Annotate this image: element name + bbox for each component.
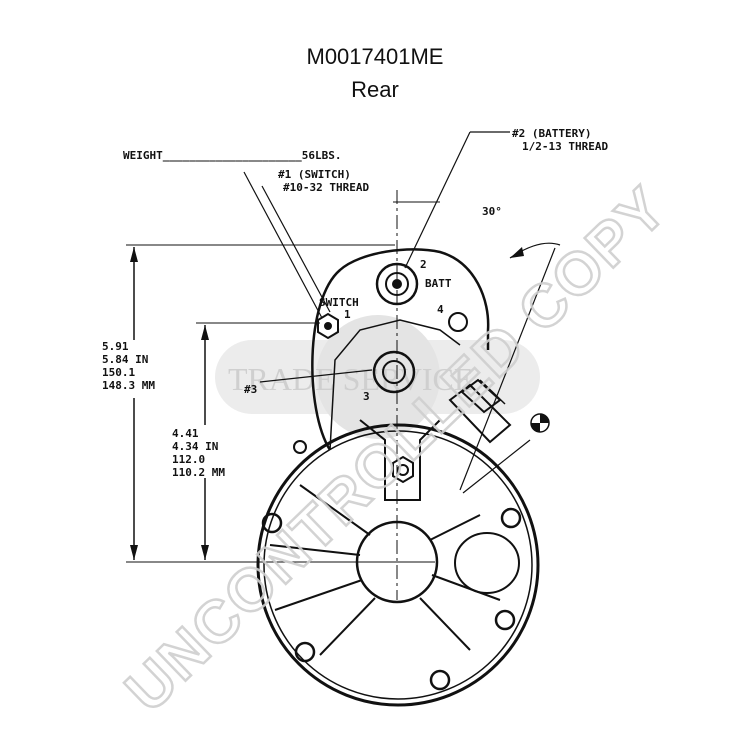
center-dim-arrow-top bbox=[201, 325, 209, 340]
hub-spokes bbox=[269, 484, 501, 656]
terminal2-leader bbox=[404, 131, 471, 269]
overall-dim-text-4: 148.3 MM bbox=[102, 379, 155, 392]
part-number-title: M0017401ME bbox=[306, 44, 444, 69]
terminal1-leader-b bbox=[261, 185, 331, 313]
solenoid-housing-outline bbox=[311, 248, 490, 451]
motor-housing-inner-circle bbox=[263, 430, 533, 700]
view-title: Rear bbox=[351, 77, 399, 102]
terminal3-label: #3 bbox=[244, 383, 257, 396]
angle-line-b bbox=[462, 439, 531, 494]
terminal3-leader bbox=[259, 369, 373, 383]
center-dim-text-4: 110.2 MM bbox=[172, 466, 225, 479]
bolt-hole-4 bbox=[294, 641, 316, 663]
overall-dim-arrow-top bbox=[130, 247, 138, 262]
overall-dim-arrow-bottom bbox=[130, 545, 138, 560]
angle-label: 30° bbox=[482, 205, 502, 218]
cg-marker-quadrant-1 bbox=[540, 414, 549, 423]
terminal2-label-line1: #2 (BATTERY) bbox=[512, 127, 591, 140]
cg-marker-quadrant-2 bbox=[531, 423, 540, 432]
bolt-hole-6 bbox=[293, 440, 307, 454]
brand-watermark: TRADE SERVICE bbox=[215, 315, 540, 439]
strap-nut-center bbox=[397, 464, 409, 476]
center-dim-text-2: 4.34 IN bbox=[172, 440, 218, 453]
bolt-hole-2 bbox=[494, 609, 516, 631]
terminal-number-3: 3 bbox=[363, 390, 370, 403]
batt-label: BATT bbox=[425, 277, 452, 290]
solenoid-plate-outline bbox=[329, 319, 461, 451]
brush-holder-opening bbox=[454, 532, 520, 594]
terminal-number-1: 1 bbox=[344, 308, 351, 321]
terminal2-label-line2: 1/2-13 THREAD bbox=[522, 140, 608, 153]
terminal1-leader-a bbox=[243, 171, 323, 319]
angle-line-a bbox=[459, 247, 556, 491]
weight-label: WEIGHT_____________________56LBS. bbox=[123, 149, 342, 162]
overall-dim-text-1: 5.91 bbox=[102, 340, 129, 353]
terminal-number-4: 4 bbox=[437, 303, 444, 316]
bolt-hole-3 bbox=[429, 669, 451, 691]
center-dim-text-1: 4.41 bbox=[172, 427, 199, 440]
center-dim-arrow-bottom bbox=[201, 545, 209, 560]
center-dim-text-3: 112.0 bbox=[172, 453, 205, 466]
strap-nut-hex bbox=[392, 455, 414, 484]
bolt-hole-1 bbox=[500, 507, 522, 529]
bolt-hole-5 bbox=[261, 512, 283, 534]
overall-dim-text-2: 5.84 IN bbox=[102, 353, 148, 366]
brand-watermark-text: TRADE SERVICE bbox=[228, 361, 473, 397]
switch-terminal-hex bbox=[317, 312, 339, 340]
angled-bolt-assembly bbox=[448, 378, 512, 444]
terminal1-label-line2: #10-32 THREAD bbox=[283, 181, 369, 194]
motor-terminal-nut bbox=[372, 350, 416, 394]
terminal1-label-line1: #1 (SWITCH) bbox=[278, 168, 351, 181]
motor-terminal-stud bbox=[382, 360, 406, 384]
angle-arrow bbox=[510, 247, 524, 258]
terminal-4-screw bbox=[448, 312, 468, 332]
switch-terminal-center bbox=[324, 322, 332, 330]
overall-dim-text-3: 150.1 bbox=[102, 366, 135, 379]
terminal-number-2: 2 bbox=[420, 258, 427, 271]
connector-strap bbox=[359, 419, 441, 501]
switch-label: SWITCH bbox=[319, 296, 359, 309]
motor-housing-circle bbox=[256, 423, 540, 707]
